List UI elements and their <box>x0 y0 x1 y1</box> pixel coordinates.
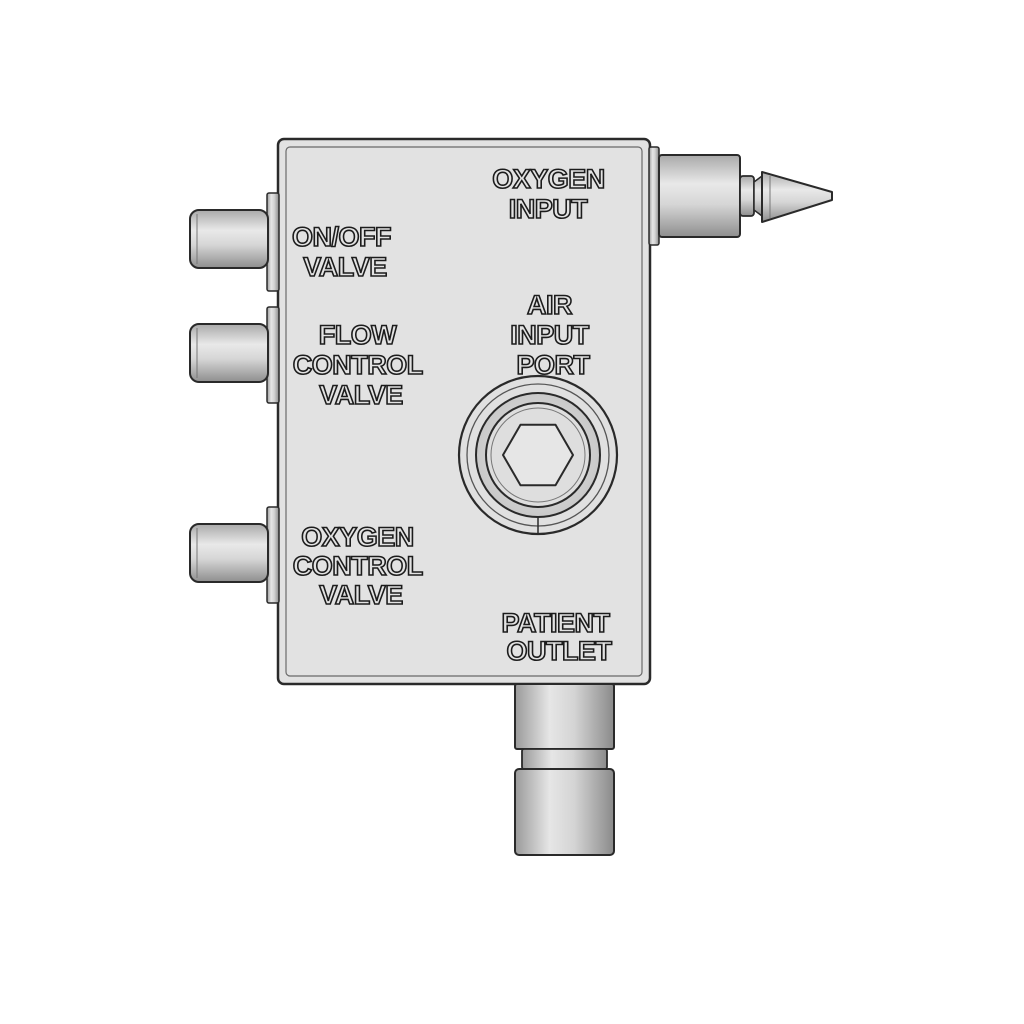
air-input-port-label-line2: INPUT <box>510 320 590 350</box>
oxygen-input-label: OXYGEN INPUT <box>492 164 612 224</box>
patient-outlet-label-line2: OUTLET <box>507 636 613 666</box>
on-off-valve-knob <box>189 192 280 292</box>
oxygen-control-valve-label: OXYGEN CONTROL VALVE <box>293 522 430 610</box>
oxygen-control-valve-knob <box>189 506 280 604</box>
oxygen-control-valve-label-line3: VALVE <box>319 580 403 610</box>
flow-control-valve-label-line3: VALVE <box>319 380 403 410</box>
oxygen-input-label-line1: OXYGEN <box>492 164 605 194</box>
flow-control-valve-label-line2: CONTROL <box>293 350 423 380</box>
flow-control-valve-label: FLOW CONTROL VALVE <box>293 320 430 410</box>
on-off-valve-label: ON/OFF VALVE <box>292 222 398 282</box>
oxygen-input-label-line2: INPUT <box>509 194 589 224</box>
flow-control-valve-knob <box>189 306 280 404</box>
oxygen-control-valve-label-line1: OXYGEN <box>301 522 414 552</box>
oxygen-input-nozzle <box>648 146 833 246</box>
flow-control-valve-label-line1: FLOW <box>319 320 397 350</box>
on-off-valve-label-line1: ON/OFF <box>292 222 391 252</box>
patient-outlet-label-line1: PATIENT <box>501 608 610 638</box>
air-input-port-label: AIR INPUT PORT <box>510 290 596 380</box>
air-input-port-label-line1: AIR <box>527 290 572 320</box>
air-input-port-label-line3: PORT <box>516 350 590 380</box>
air-input-port <box>457 374 619 536</box>
patient-outlet-tube <box>514 683 615 856</box>
valve-block-body <box>276 137 652 686</box>
patient-outlet-label: PATIENT OUTLET <box>501 608 616 666</box>
oxygen-control-valve-label-line2: CONTROL <box>293 551 423 581</box>
hex-socket-icon <box>502 423 574 487</box>
on-off-valve-label-line2: VALVE <box>303 252 387 282</box>
